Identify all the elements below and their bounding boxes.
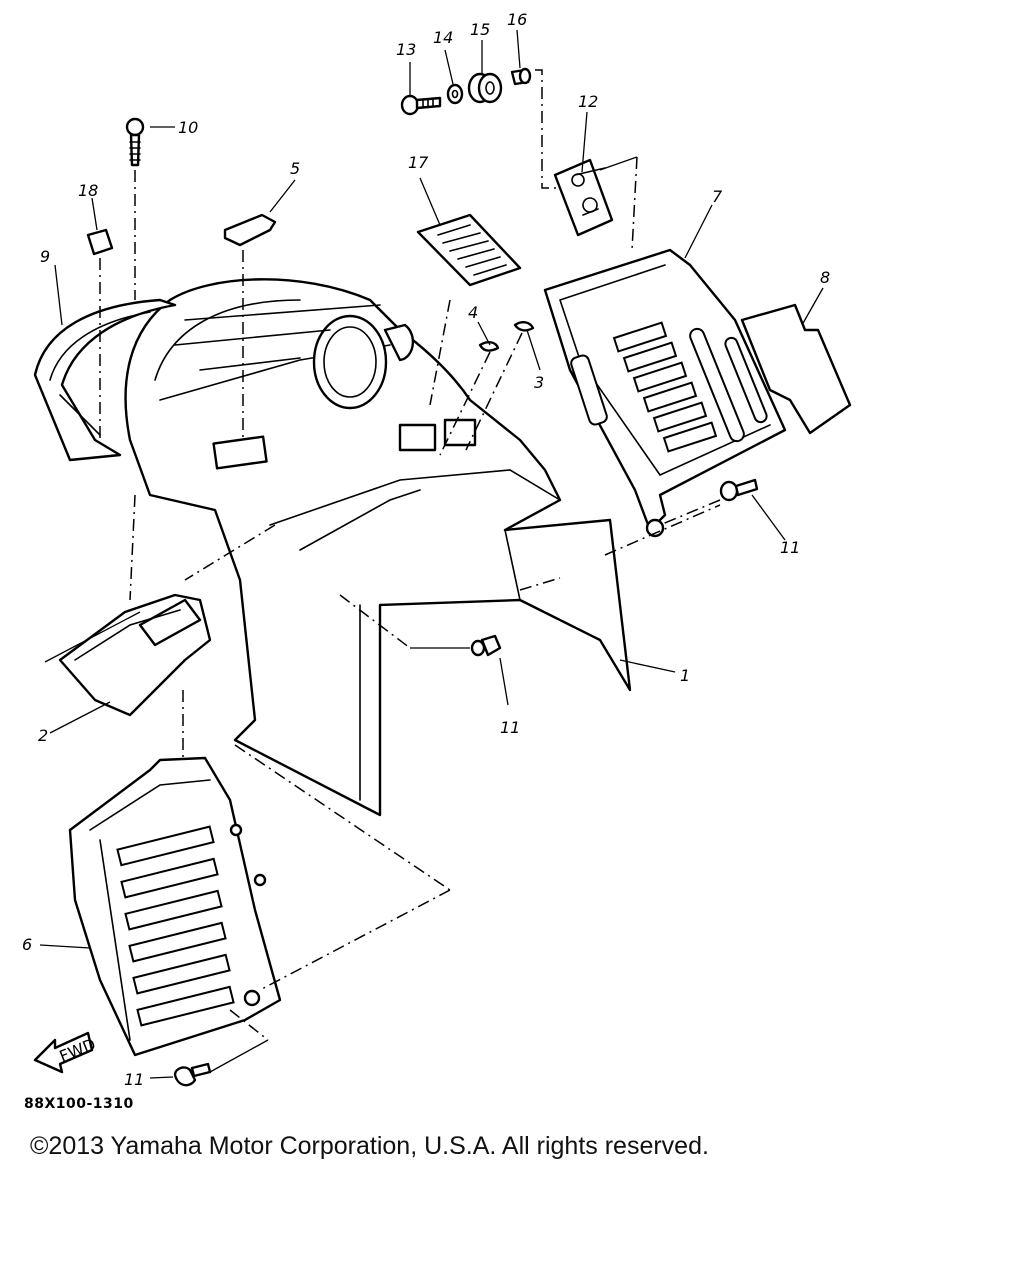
part-17-pad [416,213,522,406]
part-11-screw-right [659,478,759,526]
callout-11-center: 11 [500,718,520,737]
part-18-grommet [86,228,114,440]
part-13-screw [400,94,442,116]
callout-17: 17 [408,153,429,172]
callout-7: 7 [712,187,723,206]
copyright-notice: ©2013 Yamaha Motor Corporation, U.S.A. A… [30,1132,709,1160]
callout-8: 8 [820,268,830,287]
callout-4: 4 [468,303,478,322]
callout-14: 14 [433,28,453,47]
part-2-tray [44,593,212,770]
callout-16: 16 [507,10,527,29]
callout-6: 6 [22,935,32,954]
drawing-code: 88X100-1310 [24,1096,134,1112]
part-16-collar [510,67,560,189]
part-5-clip [223,213,277,440]
callout-15: 15 [470,20,490,39]
fwd-arrow-icon: FWD [33,1031,99,1074]
part-1-rear-fender [124,278,632,817]
fwd-label: FWD [57,1035,99,1067]
callout-11-right: 11 [780,538,800,557]
part-3-clip [465,320,535,451]
callout-9: 9 [40,247,50,266]
part-6-left-side-cover [68,756,282,1057]
callout-3: 3 [534,373,544,392]
callout-18: 18 [78,181,98,200]
callout-5: 5 [290,159,300,178]
part-9-side-fender [33,298,177,462]
part-10-bolt [125,117,145,300]
part-11-screw-bottom [149,1039,269,1087]
assembly-lines [129,494,721,1041]
callout-1: 1 [680,666,690,685]
callout-12: 12 [578,92,598,111]
callout-11-bottom: 11 [124,1070,144,1089]
part-14-washer [446,83,464,105]
part-4-clip [439,340,500,456]
callout-10: 10 [178,118,198,137]
part-11-screw-center [410,634,509,706]
callout-labels: 1 2 3 4 5 6 7 8 9 10 11 11 11 12 13 14 1… [22,10,830,1089]
exploded-parts-diagram: FWD 1 2 3 4 5 6 7 8 9 10 11 11 11 [22,10,852,1089]
leader-lines [39,29,824,949]
part-12-bracket [553,156,638,251]
callout-2: 2 [38,726,48,745]
part-15-grommet [467,72,503,104]
callout-13: 13 [396,40,416,59]
part-7-right-side-cover [543,248,787,538]
part-8-pad [740,303,852,435]
